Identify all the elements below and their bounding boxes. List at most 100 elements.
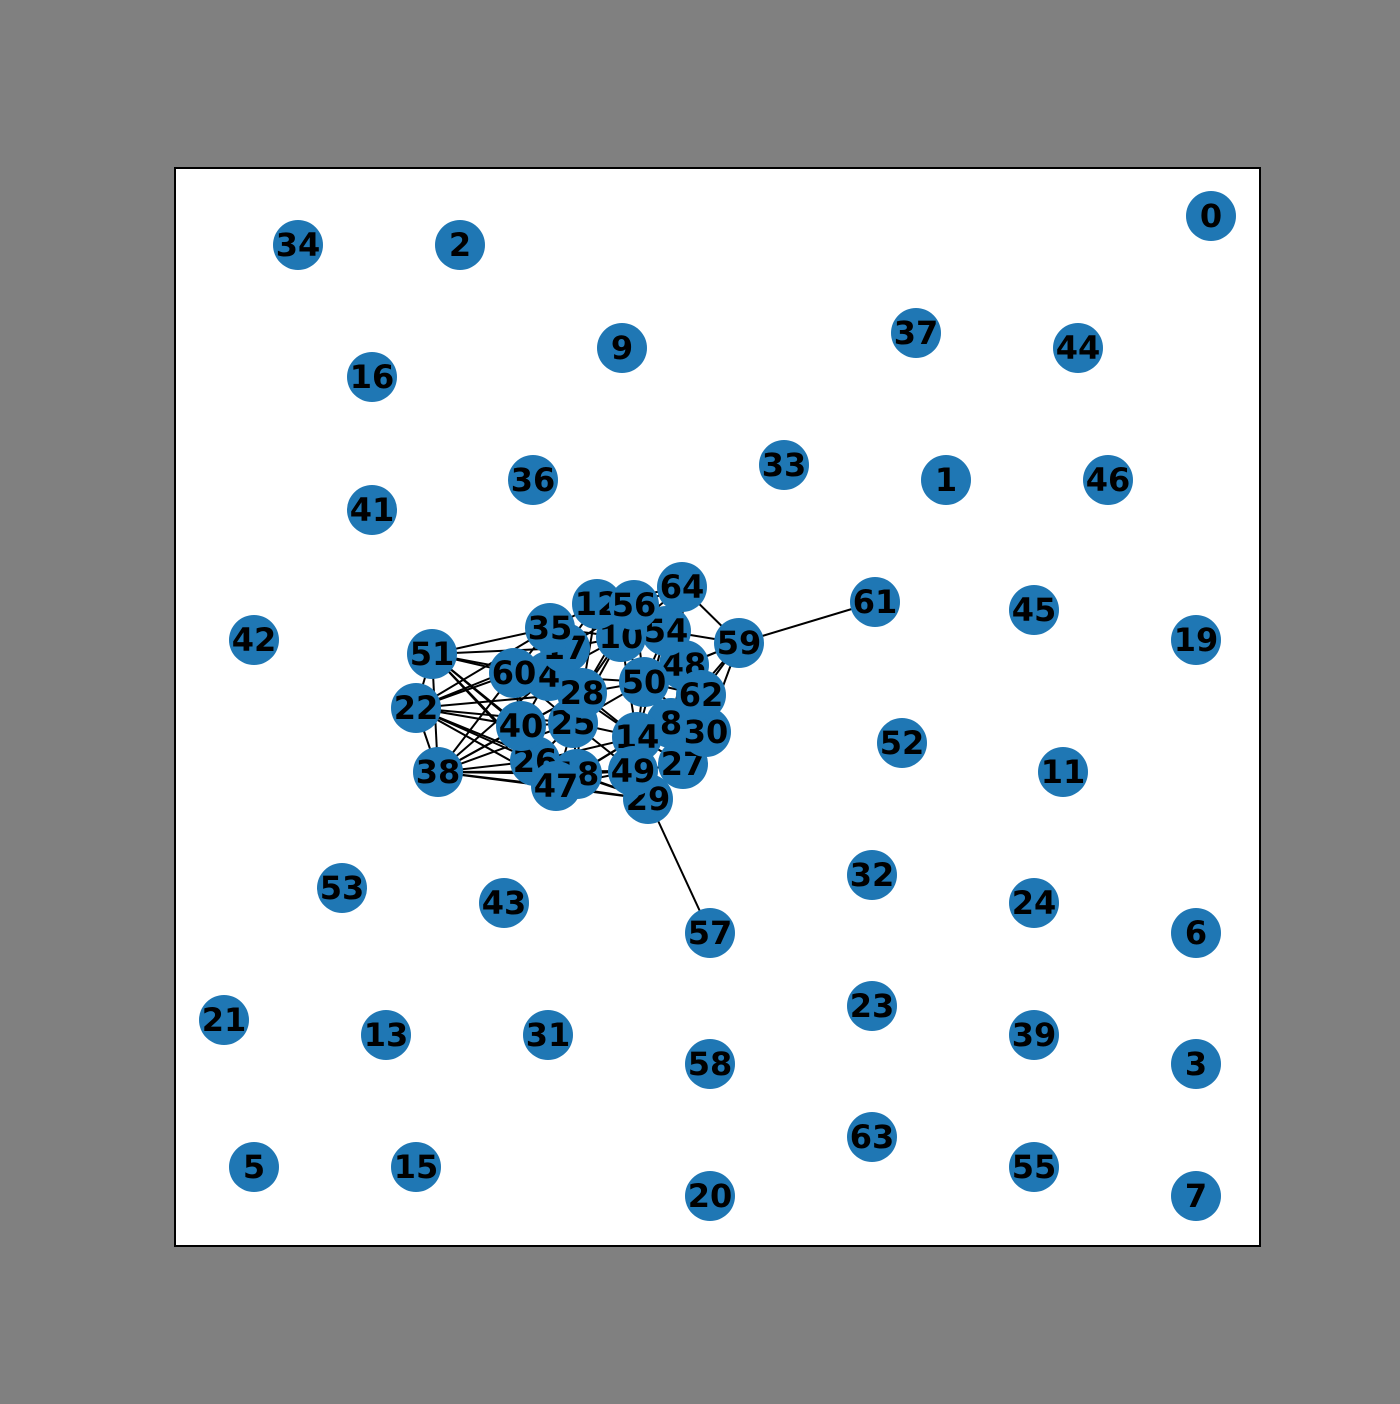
node-62: 62 (676, 670, 726, 720)
node-label-45: 45 (1012, 591, 1057, 629)
node-53: 53 (317, 863, 367, 913)
node-label-49: 49 (611, 752, 656, 790)
node-57: 57 (685, 908, 735, 958)
node-circle-40 (496, 701, 546, 751)
node-19: 19 (1171, 615, 1221, 665)
node-circle-62 (676, 670, 726, 720)
node-16: 16 (347, 352, 397, 402)
node-56: 56 (609, 580, 659, 630)
node-circle-59 (714, 618, 764, 668)
node-label-43: 43 (482, 884, 527, 922)
node-circle-9 (597, 323, 647, 373)
node-44: 44 (1053, 323, 1103, 373)
node-label-40: 40 (499, 707, 544, 745)
node-label-37: 37 (894, 314, 939, 352)
node-circle-61 (850, 577, 900, 627)
node-label-55: 55 (1012, 1148, 1057, 1186)
node-circle-44 (1053, 323, 1103, 373)
node-label-28: 28 (560, 674, 605, 712)
node-label-52: 52 (880, 724, 925, 762)
node-1: 1 (921, 455, 971, 505)
node-label-42: 42 (232, 621, 277, 659)
node-22: 22 (391, 683, 441, 733)
node-label-8: 8 (660, 704, 682, 742)
node-circle-20 (685, 1171, 735, 1221)
node-label-9: 9 (611, 329, 633, 367)
node-label-5: 5 (243, 1148, 265, 1186)
node-label-3: 3 (1185, 1045, 1207, 1083)
node-circle-22 (391, 683, 441, 733)
node-circle-63 (847, 1112, 897, 1162)
node-5: 5 (229, 1142, 279, 1192)
node-circle-31 (523, 1010, 573, 1060)
node-circle-57 (685, 908, 735, 958)
node-circle-19 (1171, 615, 1221, 665)
node-61: 61 (850, 577, 900, 627)
node-circle-55 (1009, 1142, 1059, 1192)
node-37: 37 (891, 308, 941, 358)
node-41: 41 (347, 485, 397, 535)
node-59: 59 (714, 618, 764, 668)
node-label-39: 39 (1012, 1016, 1057, 1054)
node-circle-39 (1009, 1010, 1059, 1060)
node-label-21: 21 (202, 1001, 247, 1039)
node-circle-7 (1171, 1171, 1221, 1221)
node-label-33: 33 (762, 446, 807, 484)
node-label-7: 7 (1185, 1177, 1207, 1215)
node-21: 21 (199, 995, 249, 1045)
node-label-59: 59 (717, 624, 762, 662)
node-circle-16 (347, 352, 397, 402)
node-label-1: 1 (935, 461, 957, 499)
node-label-50: 50 (622, 663, 667, 701)
node-55: 55 (1009, 1142, 1059, 1192)
node-circle-1 (921, 455, 971, 505)
node-46: 46 (1083, 455, 1133, 505)
node-label-53: 53 (320, 869, 365, 907)
nodes-layer: 0123456789101112131415161718192021222324… (199, 191, 1236, 1221)
node-label-13: 13 (364, 1016, 409, 1054)
node-58: 58 (685, 1039, 735, 1089)
node-51: 51 (407, 629, 457, 679)
node-30: 30 (681, 707, 731, 757)
node-24: 24 (1009, 878, 1059, 928)
node-label-23: 23 (850, 987, 895, 1025)
node-2: 2 (435, 220, 485, 270)
node-label-19: 19 (1174, 621, 1219, 659)
node-label-46: 46 (1086, 461, 1131, 499)
node-circle-2 (435, 220, 485, 270)
node-label-15: 15 (394, 1148, 439, 1186)
node-circle-43 (479, 878, 529, 928)
node-60: 60 (489, 648, 539, 698)
node-52: 52 (877, 718, 927, 768)
node-35: 35 (525, 603, 575, 653)
node-11: 11 (1038, 747, 1088, 797)
node-9: 9 (597, 323, 647, 373)
node-circle-30 (681, 707, 731, 757)
node-circle-37 (891, 308, 941, 358)
node-circle-11 (1038, 747, 1088, 797)
node-34: 34 (273, 220, 323, 270)
node-label-44: 44 (1056, 329, 1101, 367)
node-7: 7 (1171, 1171, 1221, 1221)
node-circle-50 (619, 657, 669, 707)
node-circle-47 (531, 761, 581, 811)
node-circle-45 (1009, 585, 1059, 635)
node-circle-5 (229, 1142, 279, 1192)
node-label-34: 34 (276, 226, 321, 264)
node-39: 39 (1009, 1010, 1059, 1060)
node-label-58: 58 (688, 1045, 733, 1083)
node-label-2: 2 (449, 226, 471, 264)
edge-22-35 (415, 627, 551, 709)
node-circle-56 (609, 580, 659, 630)
node-circle-0 (1186, 191, 1236, 241)
node-circle-36 (508, 455, 558, 505)
node-circle-51 (407, 629, 457, 679)
node-circle-58 (685, 1039, 735, 1089)
node-circle-24 (1009, 878, 1059, 928)
node-49: 49 (608, 746, 658, 796)
node-label-35: 35 (528, 609, 573, 647)
node-label-51: 51 (410, 635, 455, 673)
node-31: 31 (523, 1010, 573, 1060)
node-32: 32 (847, 850, 897, 900)
edge-22-25 (415, 707, 574, 724)
